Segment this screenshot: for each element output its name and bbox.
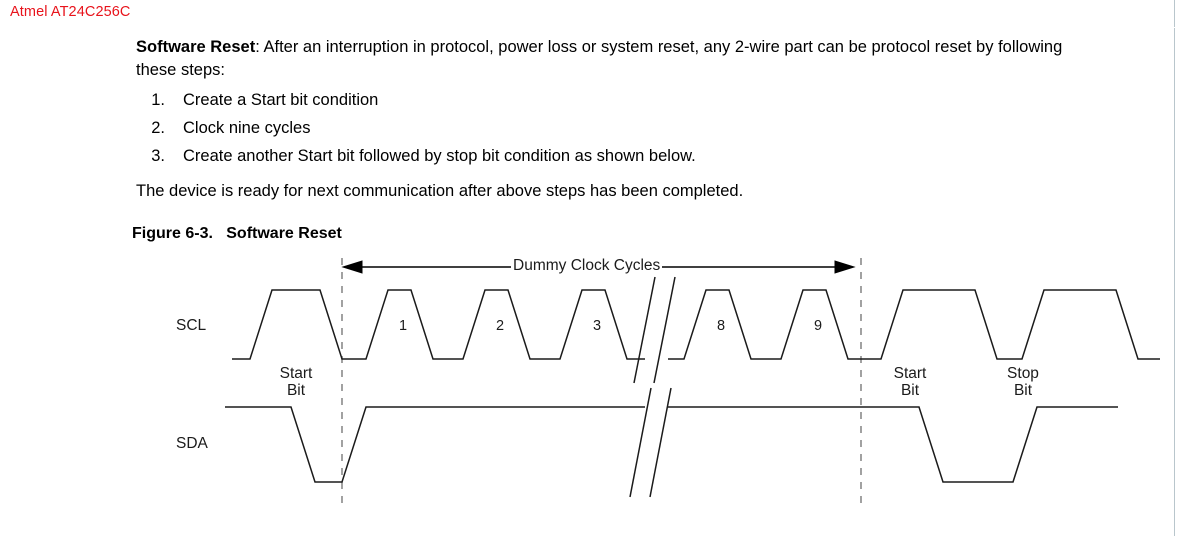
list-item-1-number: 1. [151,91,165,109]
sda-waveform-right [668,406,1118,483]
sda-signal-label: SDA [176,435,208,452]
clock-cycle-number-2: 2 [495,318,505,334]
start-bit-left-label-line1: Start [279,365,313,382]
list-item-3-number: 3. [151,147,165,165]
clock-cycle-number-3: 3 [592,318,602,334]
software-reset-paragraph-rest: : After an interruption in protocol, pow… [136,38,1063,79]
list-item-1-text: Create a Start bit condition [183,91,379,109]
break-slash-2-upper [653,276,676,384]
clock-cycle-number-9: 9 [813,318,823,334]
break-slash-1-lower [629,387,652,498]
dummy-clock-cycles-label: Dummy Clock Cycles [511,257,663,275]
list-item-2-number: 2. [151,119,165,137]
list-item-2-text: Clock nine cycles [183,119,311,137]
scl-waveform-right [668,289,1160,360]
break-slash-2-lower [649,387,672,498]
arrow-head-right [834,260,856,274]
scl-signal-label: SCL [176,317,207,334]
stop-bit-label-line2: Bit [1013,382,1033,399]
software-reset-paragraph: Software Reset: After an interruption in… [136,36,1096,82]
header-rule [0,27,1175,28]
start-bit-left-label-line2: Bit [286,382,306,399]
start-bit-right-label-line2: Bit [900,382,920,399]
figure-caption: Figure 6-3. Software Reset [132,225,342,242]
waveform-break-marks [629,276,676,498]
scl-waveform-left [232,289,645,360]
clock-cycle-number-8: 8 [716,318,726,334]
sda-waveform-left [225,406,645,483]
clock-cycle-number-1: 1 [398,318,408,334]
arrow-head-left [341,260,363,274]
ready-paragraph: The device is ready for next communicati… [136,182,744,200]
break-slash-1-upper [633,276,656,384]
start-bit-right-label-line1: Start [893,365,927,382]
document-header-title: Atmel AT24C256C [10,4,131,20]
stop-bit-label-line1: Stop [1007,365,1039,382]
software-reset-bold-lead: Software Reset [136,38,256,56]
page-right-edge-rule [1174,0,1175,536]
list-item-3-text: Create another Start bit followed by sto… [183,147,696,165]
